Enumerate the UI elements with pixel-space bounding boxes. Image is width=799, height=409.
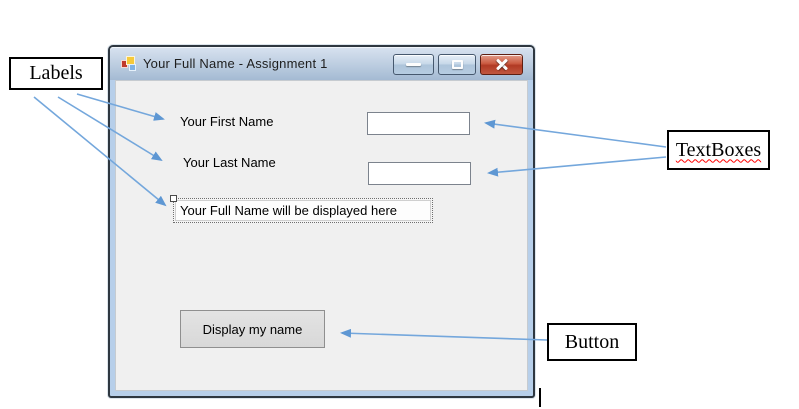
textboxes-callout-text: TextBoxes xyxy=(675,138,762,161)
full-name-result-label: Your Full Name will be displayed here xyxy=(170,195,433,223)
full-name-result-text: Your Full Name will be displayed here xyxy=(175,200,431,221)
last-name-input[interactable] xyxy=(368,162,471,185)
minimize-button[interactable] xyxy=(393,54,434,75)
close-icon xyxy=(495,58,509,71)
button-callout-text: Button xyxy=(564,330,620,353)
textboxes-callout-box: TextBoxes xyxy=(667,130,770,170)
app-window-icon xyxy=(121,56,136,71)
titlebar[interactable]: Your Full Name - Assignment 1 xyxy=(110,47,533,80)
last-name-label: Your Last Name xyxy=(183,155,276,170)
display-name-button[interactable]: Display my name xyxy=(180,310,325,348)
close-button[interactable] xyxy=(480,54,523,75)
first-name-label: Your First Name xyxy=(180,114,274,129)
maximize-button[interactable] xyxy=(438,54,476,75)
maximize-icon xyxy=(451,60,463,69)
labels-callout-box: Labels xyxy=(9,57,103,90)
app-window: Your Full Name - Assignment 1 Your First… xyxy=(108,45,535,398)
window-title: Your Full Name - Assignment 1 xyxy=(143,56,328,71)
form-client-area: Your First Name Your Last Name Your Full… xyxy=(115,80,528,391)
labels-callout-text: Labels xyxy=(29,62,83,84)
minimize-icon xyxy=(406,63,421,66)
first-name-input[interactable] xyxy=(367,112,470,135)
button-callout-box: Button xyxy=(547,323,637,361)
text-cursor xyxy=(539,388,541,407)
icon-blue-square xyxy=(129,64,136,71)
selection-handle[interactable] xyxy=(170,195,177,202)
